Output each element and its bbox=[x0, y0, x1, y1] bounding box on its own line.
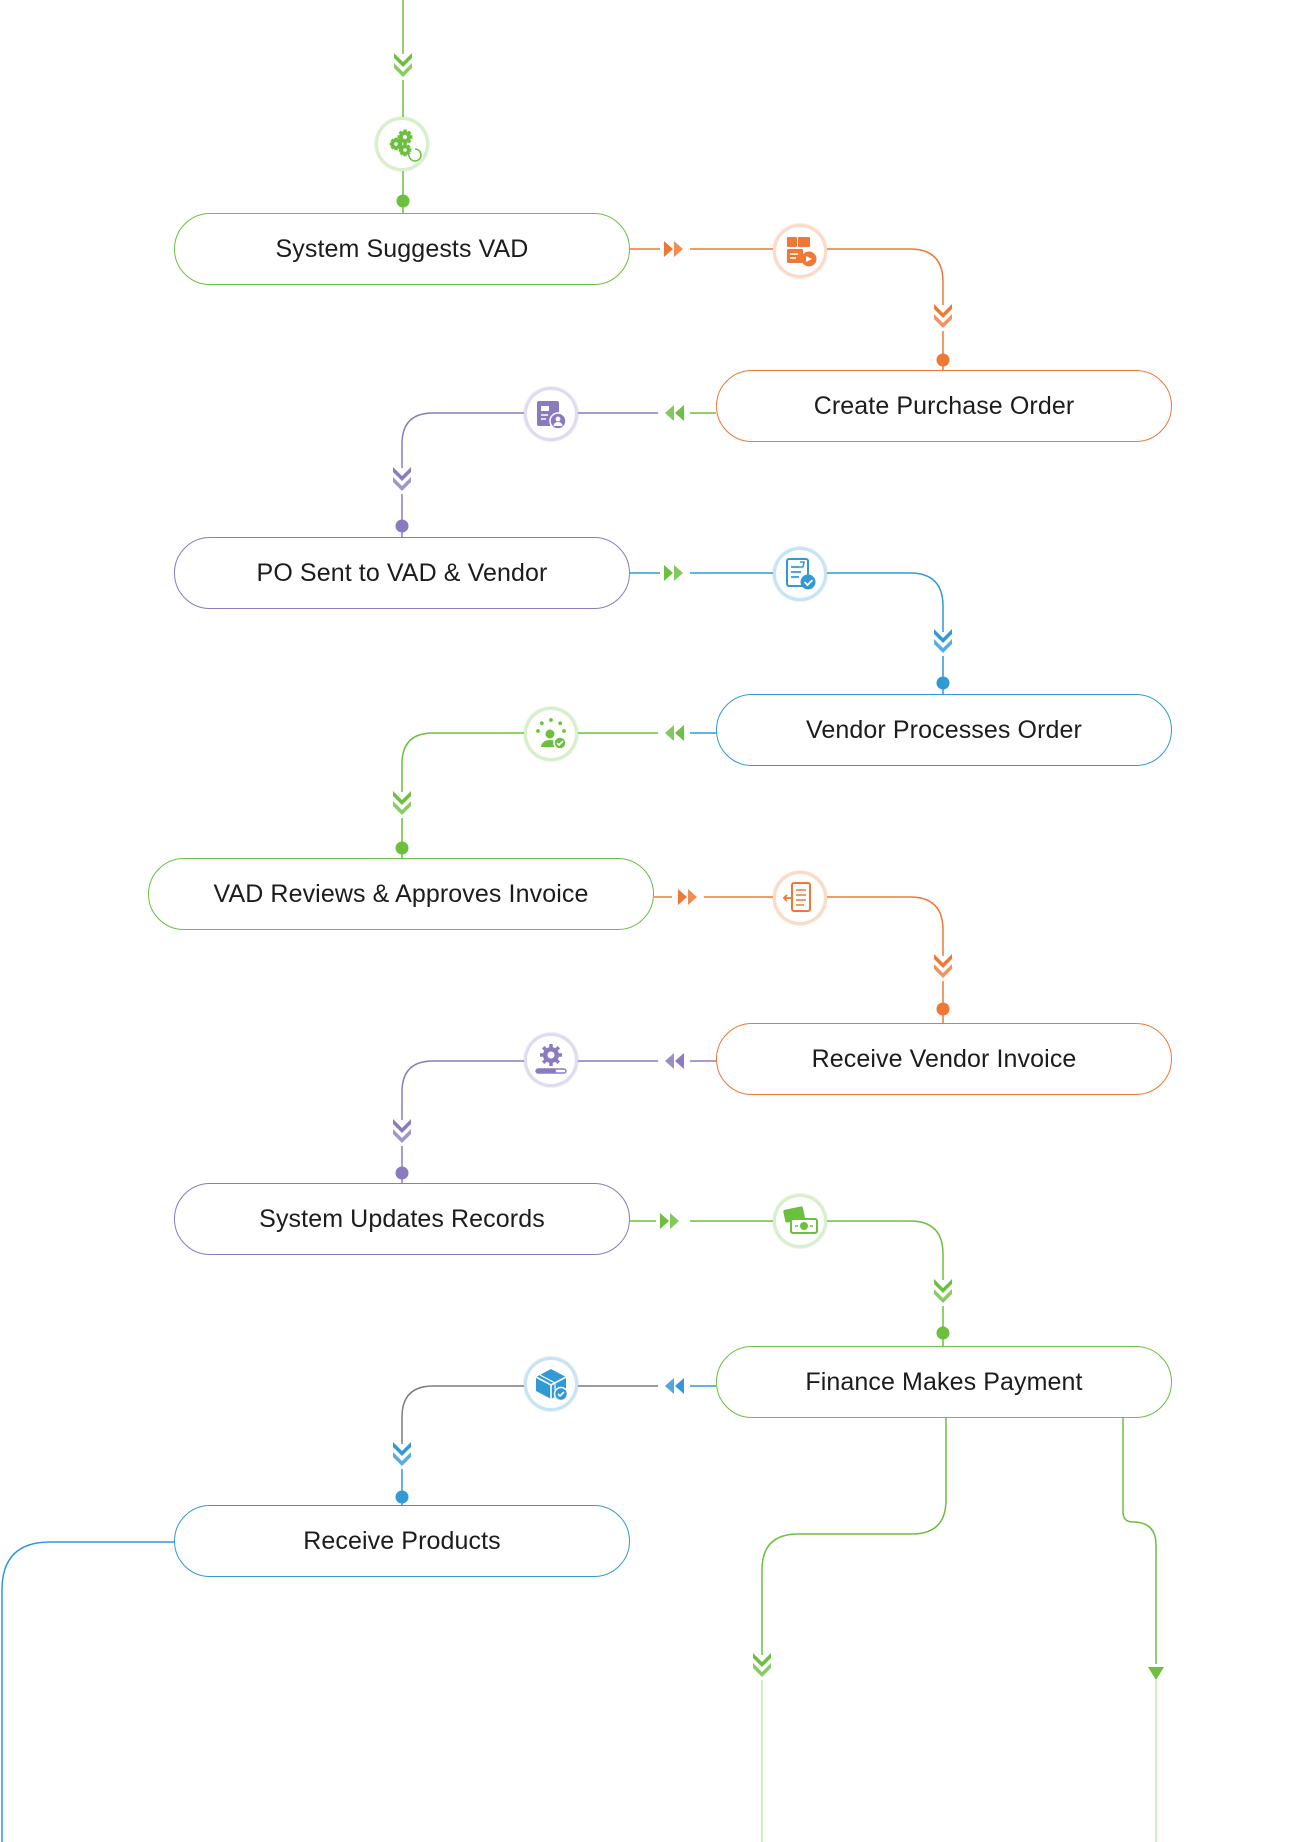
node-label: Finance Makes Payment bbox=[805, 1367, 1083, 1396]
node-vendor-processes-order: Vendor Processes Order bbox=[716, 694, 1172, 766]
connector-line bbox=[401, 1060, 524, 1120]
connector-line bbox=[827, 572, 944, 632]
node-label: Receive Products bbox=[303, 1526, 501, 1555]
node-label: Create Purchase Order bbox=[813, 391, 1075, 420]
payment-money-icon-glyph bbox=[783, 1206, 818, 1234]
node-po-sent-to-vad-vendor: PO Sent to VAD & Vendor bbox=[174, 537, 630, 609]
document-user-icon-glyph bbox=[537, 401, 567, 430]
connector-line bbox=[827, 248, 944, 305]
chevron-right-icon bbox=[664, 565, 683, 581]
document-user-icon bbox=[524, 387, 578, 441]
chevron-left-icon bbox=[665, 1378, 684, 1394]
payment-money-icon bbox=[773, 1194, 827, 1248]
node-label: VAD Reviews & Approves Invoice bbox=[213, 879, 589, 908]
chevron-left-icon bbox=[665, 1053, 684, 1069]
chevron-down-icon bbox=[393, 467, 411, 491]
node-label: PO Sent to VAD & Vendor bbox=[256, 558, 548, 587]
connector-line bbox=[1122, 1418, 1157, 1664]
connector-line bbox=[827, 1220, 944, 1280]
gears-icon bbox=[375, 117, 429, 171]
settings-update-icon-glyph bbox=[535, 1044, 567, 1074]
settings-update-icon bbox=[524, 1033, 578, 1087]
node-vad-reviews-approves-invoice: VAD Reviews & Approves Invoice bbox=[148, 858, 654, 930]
chevron-down-icon bbox=[393, 1442, 411, 1466]
node-label: Receive Vendor Invoice bbox=[811, 1044, 1077, 1073]
chevron-down-icon bbox=[753, 1653, 771, 1677]
node-label: System Suggests VAD bbox=[275, 234, 529, 263]
connector-line bbox=[761, 1418, 947, 1655]
chevron-down-icon bbox=[934, 629, 952, 653]
connector-line bbox=[401, 412, 524, 468]
connector-line bbox=[401, 732, 524, 792]
chevron-down-icon bbox=[394, 53, 412, 77]
node-finance-makes-payment: Finance Makes Payment bbox=[716, 1346, 1172, 1418]
connector-line bbox=[827, 896, 944, 956]
chevron-right-icon bbox=[664, 241, 683, 257]
node-receive-vendor-invoice: Receive Vendor Invoice bbox=[716, 1023, 1172, 1095]
invoice-receive-icon-glyph bbox=[782, 882, 811, 912]
node-receive-products: Receive Products bbox=[174, 1505, 630, 1577]
chevron-down-icon bbox=[934, 1279, 952, 1303]
node-system-updates-records: System Updates Records bbox=[174, 1183, 630, 1255]
purchase-cart-icon bbox=[773, 224, 827, 278]
package-check-icon bbox=[524, 1357, 578, 1411]
node-create-purchase-order: Create Purchase Order bbox=[716, 370, 1172, 442]
chevron-left-icon bbox=[665, 405, 684, 421]
node-label: Vendor Processes Order bbox=[806, 715, 1082, 744]
package-check-icon-glyph bbox=[535, 1369, 569, 1402]
purchase-cart-icon-glyph bbox=[787, 237, 817, 267]
rating-approval-icon bbox=[524, 707, 578, 761]
arrowhead-icon bbox=[1148, 1667, 1164, 1680]
chevron-down-icon bbox=[934, 304, 952, 328]
rating-approval-icon-glyph bbox=[536, 718, 567, 750]
chevron-down-icon bbox=[934, 954, 952, 978]
chevron-left-icon bbox=[665, 725, 684, 741]
node-label: System Updates Records bbox=[259, 1204, 545, 1233]
order-document-icon bbox=[773, 547, 827, 601]
chevron-down-icon bbox=[393, 1119, 411, 1143]
connector-line bbox=[1, 1541, 174, 1842]
order-document-icon-glyph bbox=[786, 558, 816, 590]
chevron-right-icon bbox=[660, 1213, 679, 1229]
chevron-down-icon bbox=[393, 791, 411, 815]
gears-icon-glyph bbox=[389, 129, 422, 162]
node-system-suggests-vad: System Suggests VAD bbox=[174, 213, 630, 285]
chevron-right-icon bbox=[678, 889, 697, 905]
connector-line bbox=[401, 1385, 524, 1444]
invoice-receive-icon bbox=[773, 871, 827, 925]
